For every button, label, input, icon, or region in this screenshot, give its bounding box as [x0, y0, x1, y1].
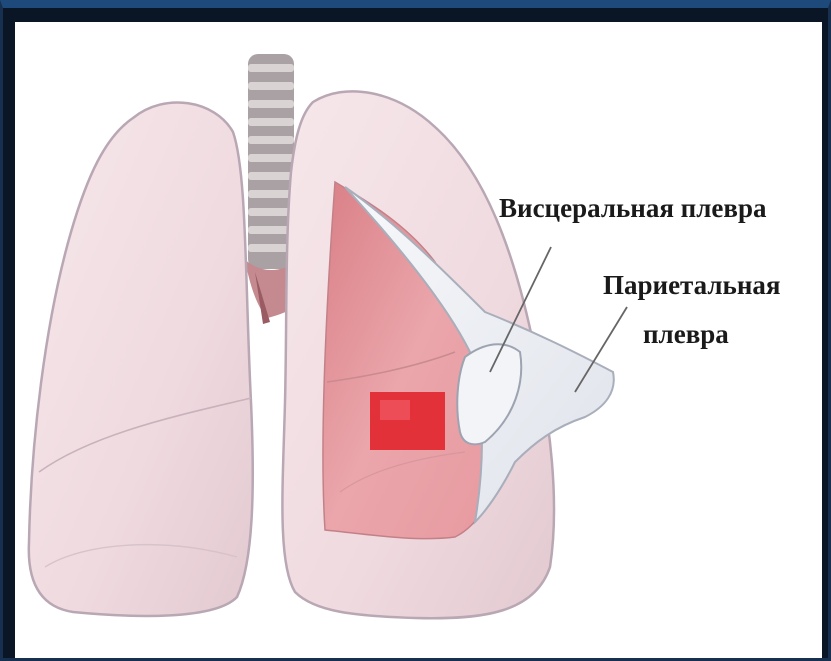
parietal-pleura-label-line1: Париетальная	[603, 269, 780, 303]
diagram-panel: Висцеральная плевра Париетальная плевра	[15, 22, 822, 658]
visceral-pleura-label: Висцеральная плевра	[499, 192, 766, 226]
parietal-pleura-label-line2: плевра	[643, 318, 729, 352]
left-lung	[29, 102, 253, 615]
